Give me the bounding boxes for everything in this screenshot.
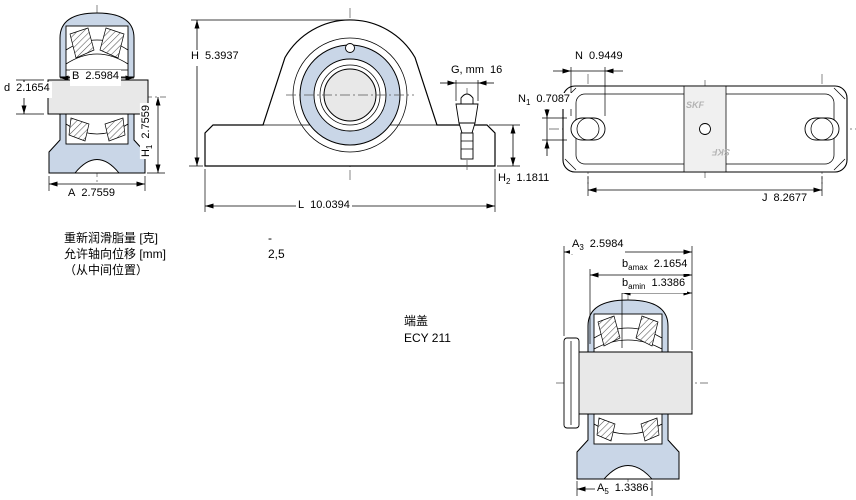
spec-axial-displacement-label: 允许轴向位移 [mm] (64, 247, 166, 261)
dim-H1-label: H12.7559 (139, 102, 157, 160)
roller-section (635, 315, 659, 347)
endcap-label: 端盖 (404, 314, 429, 328)
mounting-slot-right (804, 117, 840, 141)
spec-regrease-value: - (268, 231, 272, 245)
view-top: SKF SKF (542, 67, 856, 196)
grease-hole-top (699, 123, 711, 135)
spec-regrease-label: 重新润滑脂量 [克] (64, 231, 159, 245)
roller-section (99, 27, 125, 59)
spec-axial-displacement-value: 2,5 (268, 247, 285, 261)
spec-from-center-position-label: （从中间位置） (64, 263, 149, 277)
mounting-slot-left (570, 117, 606, 141)
shaft-section-2 (577, 351, 693, 415)
roller-section (104, 117, 126, 142)
skf-logo-stamp: SKF (711, 147, 730, 157)
end-cap (563, 337, 580, 429)
grease-fitting (455, 88, 479, 170)
view-side-section (16, 5, 166, 191)
roller-section (596, 417, 616, 442)
roller-section (69, 27, 95, 59)
skf-logo-stamp: SKF (686, 100, 705, 110)
roller-section (640, 417, 660, 442)
endcap-part-number: ECY 211 (404, 331, 451, 345)
view-side-endcap (556, 246, 708, 496)
grease-hole-front (345, 43, 355, 53)
view-front (189, 8, 520, 212)
roller-section (597, 315, 621, 347)
roller-section (68, 117, 90, 142)
